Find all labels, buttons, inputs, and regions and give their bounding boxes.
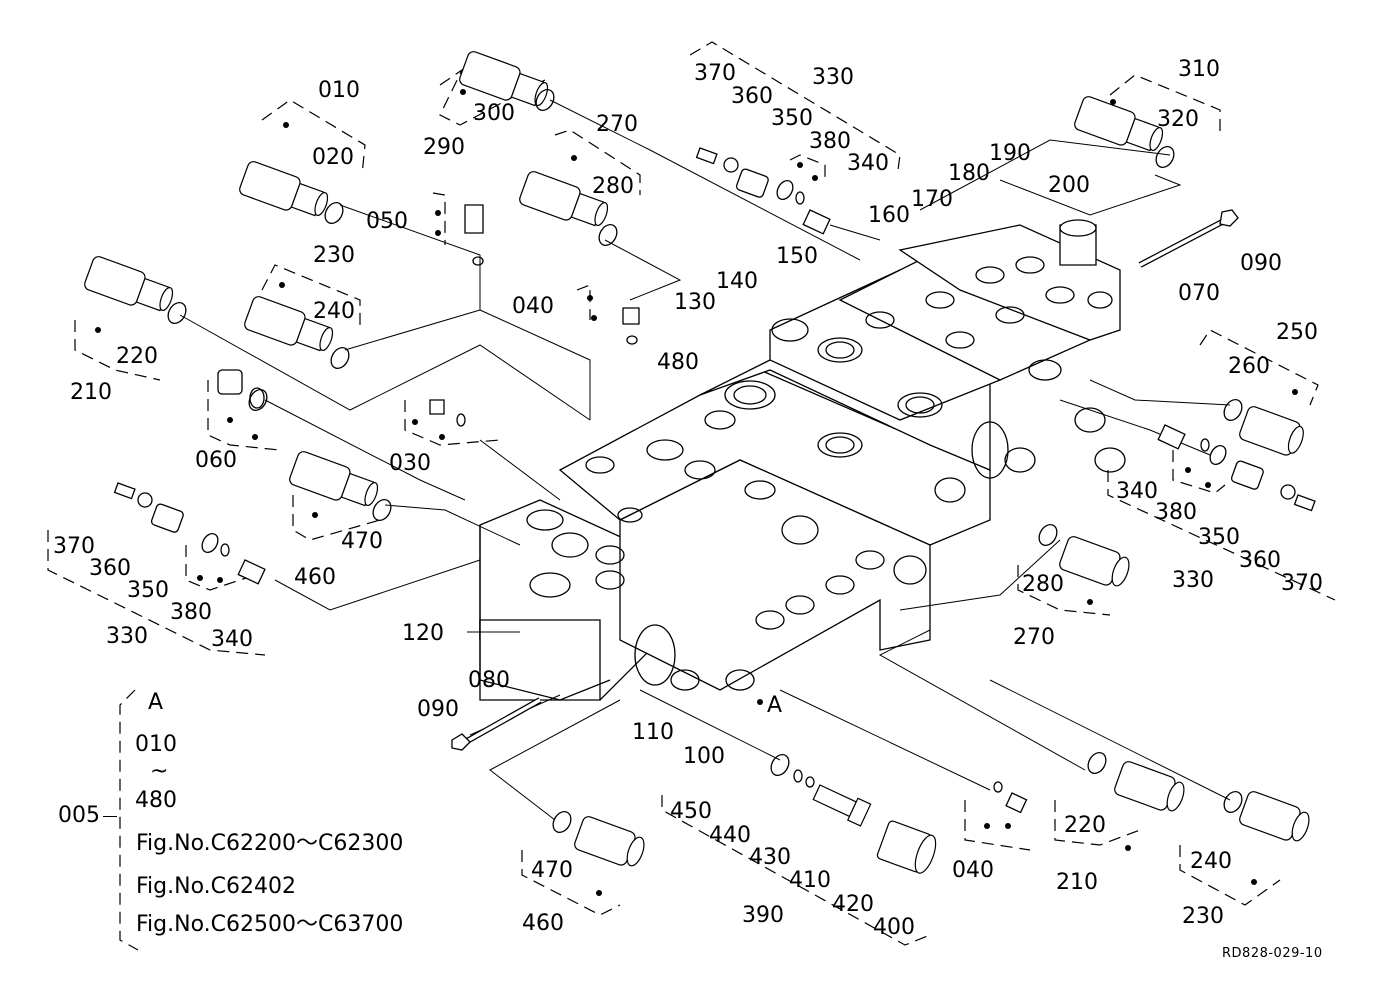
callout-200: 200	[1048, 173, 1090, 198]
callout-350-left: 350	[127, 578, 169, 603]
callout-080: 080	[468, 668, 510, 693]
callout-140: 140	[716, 269, 758, 294]
legend-line-to: 480	[135, 788, 177, 813]
callout-240: 240	[313, 299, 355, 324]
callout-020: 020	[312, 145, 354, 170]
callout-220-bottom: 220	[1064, 813, 1106, 838]
leader-lines	[180, 100, 1230, 820]
callout-050: 050	[366, 209, 408, 234]
callout-350: 350	[771, 106, 813, 131]
callout-370-left: 370	[53, 534, 95, 559]
callout-370: 370	[694, 61, 736, 86]
callout-400: 400	[873, 915, 915, 940]
callout-380-right: 380	[1155, 500, 1197, 525]
callout-360-right: 360	[1239, 548, 1281, 573]
callout-A: A	[767, 693, 783, 718]
callout-220: 220	[116, 344, 158, 369]
callout-330-right: 330	[1172, 568, 1214, 593]
legend-line-a: A	[148, 690, 164, 715]
callout-180: 180	[948, 161, 990, 186]
callout-390: 390	[742, 903, 784, 928]
callout-370-right: 370	[1281, 571, 1323, 596]
callout-040-top: 040	[512, 294, 554, 319]
callout-250: 250	[1276, 320, 1318, 345]
callout-380: 380	[809, 129, 851, 154]
callout-190: 190	[989, 141, 1031, 166]
callout-070: 070	[1178, 281, 1220, 306]
callout-470: 470	[341, 529, 383, 554]
callout-210: 210	[70, 380, 112, 405]
callout-410: 410	[789, 868, 831, 893]
legend-line-fig3: Fig.No.C62500～C63700	[136, 912, 404, 937]
callout-210-bottom: 210	[1056, 870, 1098, 895]
callout-010: 010	[318, 78, 360, 103]
callout-280-right: 280	[1022, 572, 1064, 597]
callout-320: 320	[1157, 107, 1199, 132]
callout-380-left: 380	[170, 600, 212, 625]
callout-340: 340	[847, 151, 889, 176]
callout-300: 300	[473, 101, 515, 126]
callout-150: 150	[776, 244, 818, 269]
sub-assembly-brackets	[48, 42, 1335, 950]
callout-120: 120	[402, 621, 444, 646]
callout-420: 420	[832, 892, 874, 917]
callout-090-bottom: 090	[417, 697, 459, 722]
callout-330-left: 330	[106, 624, 148, 649]
callout-340-right: 340	[1116, 479, 1158, 504]
drawing-code: RD828-029-10	[1222, 946, 1323, 961]
callout-460-bottom: 460	[522, 911, 564, 936]
callout-310: 310	[1178, 57, 1220, 82]
callout-260: 260	[1228, 354, 1270, 379]
callout-360: 360	[731, 84, 773, 109]
callout-110: 110	[632, 720, 674, 745]
callout-160: 160	[868, 203, 910, 228]
relief-valve-cartridges	[83, 50, 1313, 876]
callout-230-bottom: 230	[1182, 904, 1224, 929]
callout-130: 130	[674, 290, 716, 315]
callout-470-bottom: 470	[531, 858, 573, 883]
callout-430: 430	[749, 845, 791, 870]
legend-line-fig2: Fig.No.C62402	[136, 874, 296, 899]
callout-240-bottom: 240	[1190, 849, 1232, 874]
legend-leader	[103, 816, 117, 817]
callout-360-left: 360	[89, 556, 131, 581]
legend-line-from: 010	[135, 732, 177, 757]
callout-480: 480	[657, 350, 699, 375]
bullet-dots	[95, 89, 1298, 896]
callout-170: 170	[911, 187, 953, 212]
callout-030: 030	[389, 451, 431, 476]
callout-350-right: 350	[1198, 525, 1240, 550]
valve-body	[480, 220, 1125, 700]
callout-450: 450	[670, 799, 712, 824]
legend-line-tilde: ~	[150, 759, 169, 784]
callout-330: 330	[812, 65, 854, 90]
callout-060: 060	[195, 448, 237, 473]
callout-340-left: 340	[211, 627, 253, 652]
callout-090-top: 090	[1240, 251, 1282, 276]
callout-270: 270	[596, 112, 638, 137]
callout-290: 290	[423, 135, 465, 160]
callout-100: 100	[683, 744, 725, 769]
callout-280: 280	[592, 174, 634, 199]
callout-040-bottom: 040	[952, 858, 994, 883]
callout-460: 460	[294, 565, 336, 590]
legend-line-fig1: Fig.No.C62200～C62300	[136, 831, 404, 856]
legend-assembly-number: 005	[58, 803, 100, 828]
callout-440: 440	[709, 823, 751, 848]
callout-270-right: 270	[1013, 625, 1055, 650]
callout-230: 230	[313, 243, 355, 268]
o-rings	[115, 86, 1315, 835]
